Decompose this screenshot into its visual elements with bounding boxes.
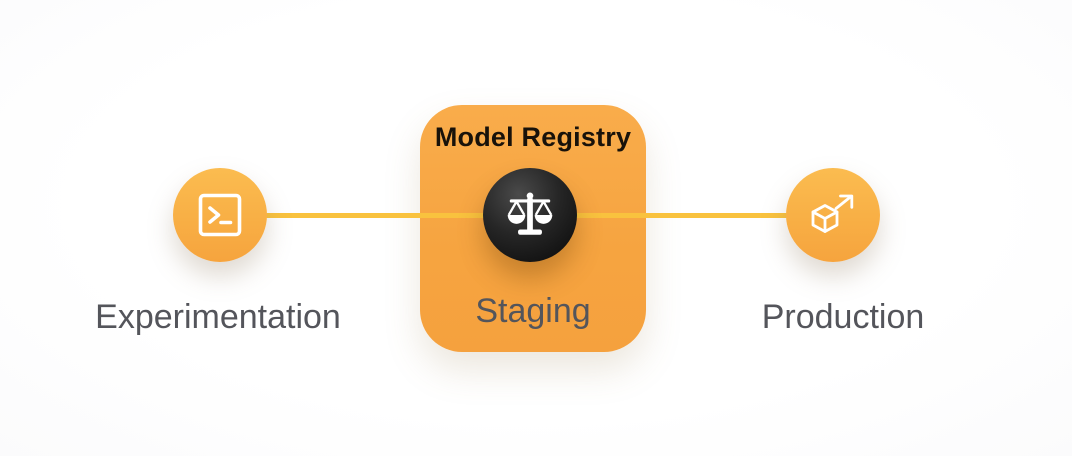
experimentation-node: [173, 168, 267, 262]
cube-arrow-icon: [809, 191, 857, 239]
staging-label: Staging: [475, 292, 591, 330]
model-registry-badge: [483, 168, 577, 262]
balance-scale-icon: [503, 190, 557, 240]
model-registry-box: Model Registry Staging: [420, 105, 646, 352]
model-registry-title: Model Registry: [434, 122, 632, 152]
production-node: [786, 168, 880, 262]
production-label: Production: [761, 298, 925, 336]
experimentation-label: Experimentation: [95, 298, 341, 336]
terminal-icon: [196, 191, 244, 239]
